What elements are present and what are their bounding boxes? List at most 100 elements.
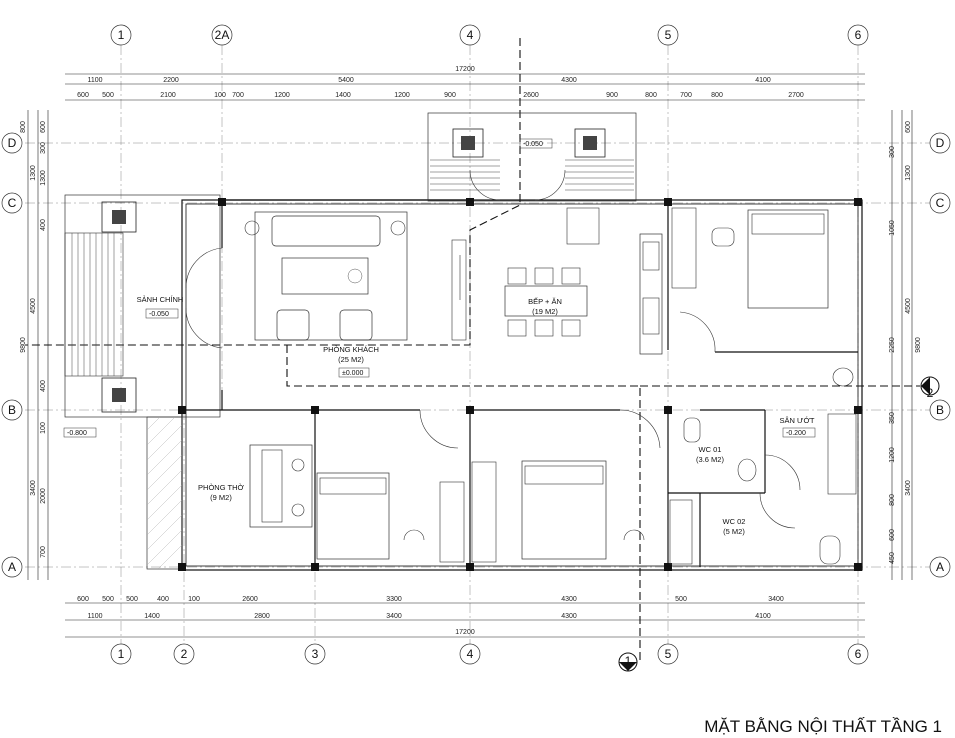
axis-bubble-bottom-4: 4 <box>459 643 481 665</box>
svg-text:1100: 1100 <box>87 77 102 84</box>
kitchen-counter <box>566 207 663 355</box>
ramp-hatch <box>146 416 183 570</box>
axis-bubble-left-c: C <box>1 192 23 214</box>
svg-text:2000: 2000 <box>40 488 47 504</box>
interior-walls <box>186 206 858 567</box>
label-phong-khach: PHÒNG KHÁCH <box>323 345 379 354</box>
svg-text:1300: 1300 <box>905 165 912 181</box>
svg-text:2100: 2100 <box>160 92 176 99</box>
svg-text:450: 450 <box>889 552 896 564</box>
drawing-title: MẶT BẰNG NỘI THẤT TẦNG 1 <box>704 717 942 736</box>
svg-text:700: 700 <box>40 546 47 558</box>
label-sanh-chinh: SẢNH CHÍNH <box>137 295 184 304</box>
altar <box>249 444 313 528</box>
svg-text:2600: 2600 <box>242 596 258 603</box>
svg-text:2600: 2600 <box>523 92 539 99</box>
svg-text:±0.000: ±0.000 <box>342 370 363 377</box>
structural-columns <box>178 198 862 571</box>
svg-text:500: 500 <box>102 92 114 99</box>
svg-text:A: A <box>8 560 16 574</box>
svg-text:1: 1 <box>625 654 632 668</box>
label-bep-an: BẾP + ĂN <box>528 296 562 306</box>
svg-text:800: 800 <box>645 92 657 99</box>
label-bep-an-area: (19 M2) <box>532 307 558 316</box>
room-labels: SẢNH CHÍNH PHÒNG KHÁCH (25 M2) BẾP + ĂN … <box>137 295 815 536</box>
dining-table <box>504 267 588 337</box>
sofa-set <box>244 211 408 341</box>
label-wc01: WC 01 <box>699 445 722 454</box>
axis-bubble-left-d: D <box>1 132 23 154</box>
svg-text:4300: 4300 <box>561 613 577 620</box>
svg-text:800: 800 <box>889 494 896 506</box>
svg-text:17200: 17200 <box>455 66 475 73</box>
dimension-top: 17200 1100 2200 5400 4300 4100 600 500 2… <box>65 66 865 101</box>
svg-text:1300: 1300 <box>40 170 47 186</box>
svg-text:3400: 3400 <box>768 596 784 603</box>
dimension-right: 600 1300 4500 3400 9800 300 1050 2250 35… <box>889 110 922 580</box>
svg-text:9800: 9800 <box>915 337 922 353</box>
svg-text:600: 600 <box>40 121 47 133</box>
label-wc01-area: (3.6 M2) <box>696 455 724 464</box>
svg-text:4300: 4300 <box>561 77 577 84</box>
axis-bubble-top-5: 5 <box>657 24 679 46</box>
axis-bubble-right-c: C <box>929 192 951 214</box>
svg-text:6: 6 <box>855 647 862 661</box>
wc-fixtures <box>669 367 857 565</box>
svg-text:A: A <box>936 560 944 574</box>
exterior-walls <box>64 112 863 571</box>
svg-text:800: 800 <box>20 121 27 133</box>
svg-text:1400: 1400 <box>144 613 160 620</box>
svg-text:400: 400 <box>40 380 47 392</box>
label-wc02-area: (5 M2) <box>723 527 745 536</box>
svg-text:2: 2 <box>927 386 934 400</box>
axis-bubble-left-a: A <box>1 556 23 578</box>
svg-text:-0.200: -0.200 <box>786 430 806 437</box>
svg-text:500: 500 <box>675 596 687 603</box>
axis-bubble-right-d: D <box>929 132 951 154</box>
top-stairs <box>430 159 634 191</box>
svg-text:900: 900 <box>606 92 618 99</box>
svg-text:6: 6 <box>855 28 862 42</box>
svg-text:9800: 9800 <box>20 337 27 353</box>
svg-text:3: 3 <box>312 647 319 661</box>
bed-bottom-right <box>471 460 645 563</box>
svg-text:4100: 4100 <box>755 77 771 84</box>
svg-text:4300: 4300 <box>561 596 577 603</box>
axis-bubble-top-4: 4 <box>459 24 481 46</box>
level-tags: -0.050 ±0.000 -0.800 -0.050 -0.200 <box>63 138 816 438</box>
svg-text:1050: 1050 <box>889 220 896 236</box>
svg-text:C: C <box>936 196 945 210</box>
label-phong-khach-area: (25 M2) <box>338 355 364 364</box>
svg-text:5: 5 <box>665 647 672 661</box>
svg-text:2800: 2800 <box>254 613 270 620</box>
svg-text:3400: 3400 <box>905 480 912 496</box>
grid-lines <box>25 45 930 645</box>
axis-bubble-top-1: 1 <box>110 24 132 46</box>
svg-text:400: 400 <box>40 219 47 231</box>
master-bed <box>671 207 829 309</box>
svg-text:D: D <box>936 136 945 150</box>
section-mark-2: 2 <box>920 376 940 400</box>
svg-text:4500: 4500 <box>905 298 912 314</box>
svg-text:1200: 1200 <box>889 447 896 463</box>
svg-text:17200: 17200 <box>455 629 475 636</box>
axis-bubble-bottom-3: 3 <box>304 643 326 665</box>
svg-text:900: 900 <box>444 92 456 99</box>
svg-text:5400: 5400 <box>338 77 354 84</box>
axis-bubble-bottom-2: 2 <box>173 643 195 665</box>
svg-text:3400: 3400 <box>386 613 402 620</box>
svg-text:4100: 4100 <box>755 613 771 620</box>
svg-text:1200: 1200 <box>394 92 410 99</box>
svg-text:600: 600 <box>77 92 89 99</box>
svg-text:1100: 1100 <box>87 613 102 620</box>
pillar-ornament <box>101 128 606 413</box>
left-stairs <box>71 233 115 376</box>
svg-text:350: 350 <box>889 412 896 424</box>
svg-text:400: 400 <box>157 596 169 603</box>
svg-text:D: D <box>8 136 17 150</box>
tv-cabinet <box>451 239 467 341</box>
svg-text:700: 700 <box>232 92 244 99</box>
svg-text:800: 800 <box>711 92 723 99</box>
svg-text:2: 2 <box>181 647 188 661</box>
